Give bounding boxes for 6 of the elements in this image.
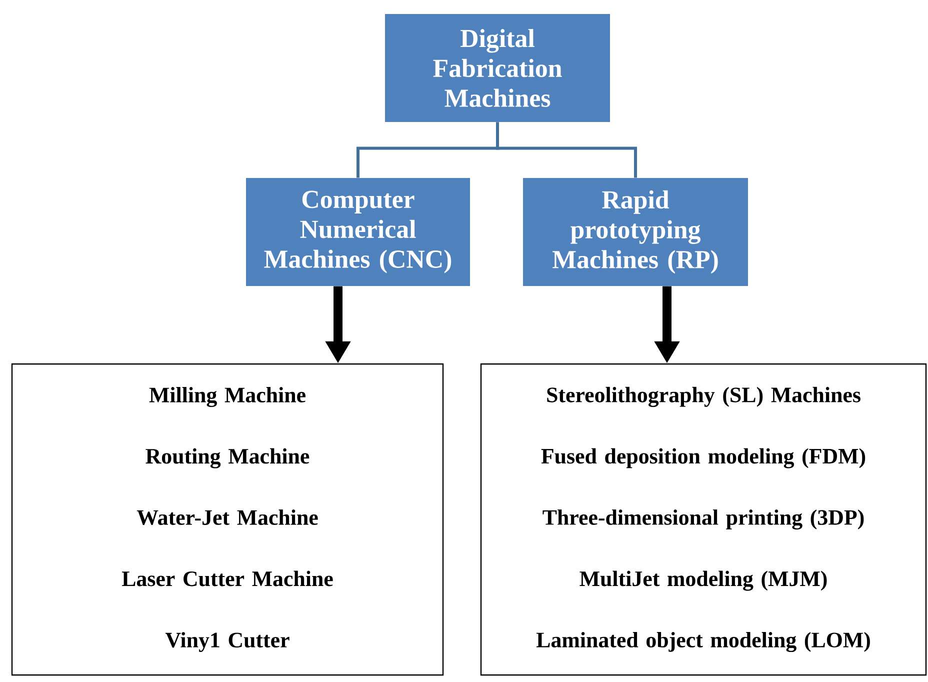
list-box: Milling Machine Routing Machine Water-Jet Machine Laser Cutter Machine Viny1 Cutter xyxy=(11,363,444,676)
category-box: Digital Fabrication Machines xyxy=(385,14,610,122)
list-box: Stereolithography (SL) Machines Fused deposition modeling (FDM) Three-dimensional printing (3DP) MultiJet modeling (MJM) Laminated object modeling (LOM) xyxy=(480,363,927,676)
category-box: Computer Numerical Machines (CNC) xyxy=(246,178,470,286)
category-box: Rapid prototyping Machines (RP) xyxy=(523,178,748,286)
connector-line xyxy=(496,122,637,178)
